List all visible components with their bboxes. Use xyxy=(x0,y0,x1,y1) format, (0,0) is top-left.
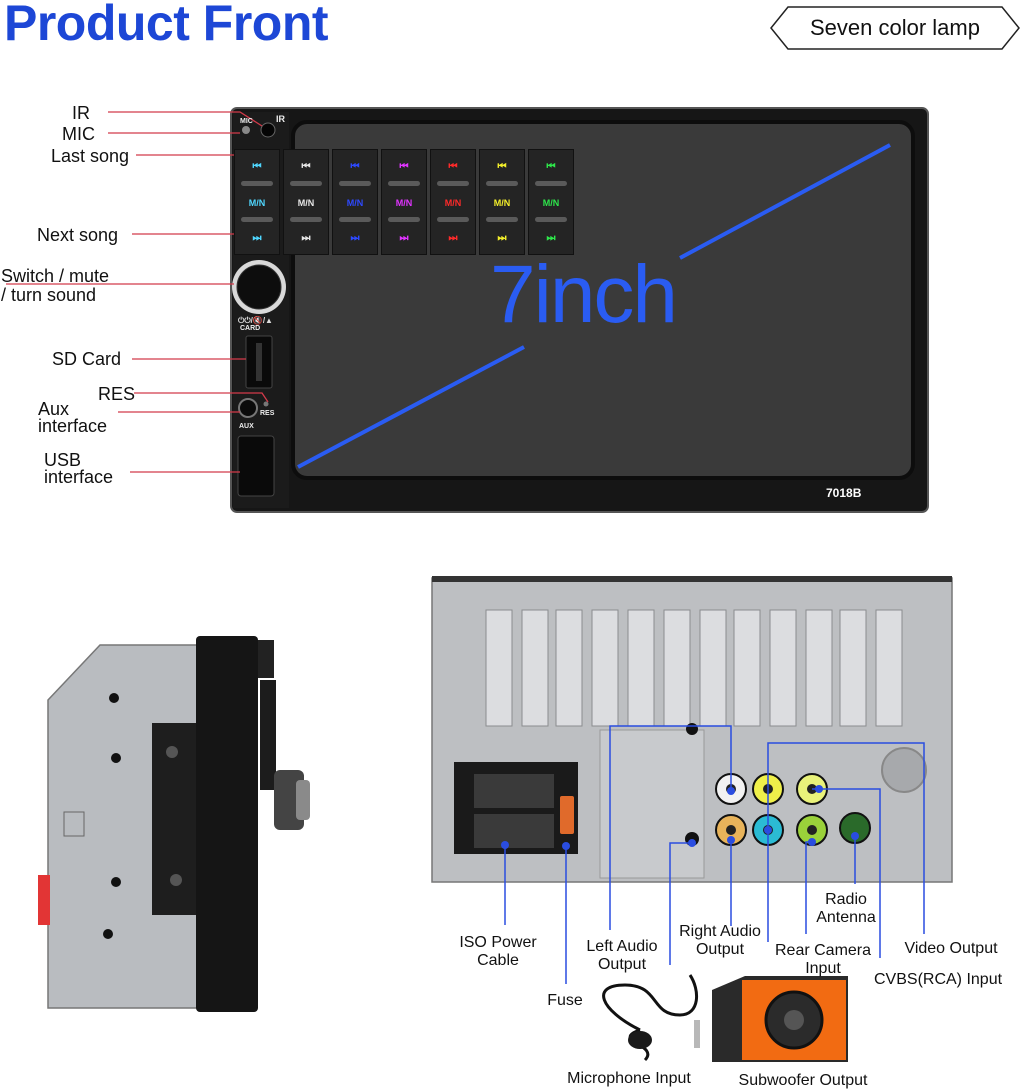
mode-button-label[interactable]: M/N xyxy=(395,198,413,208)
label-sd-card: SD Card xyxy=(52,349,122,369)
button-divider xyxy=(437,181,469,186)
label-radio-1: Radio xyxy=(825,891,867,908)
res-hole xyxy=(263,401,269,407)
ir-mark: IR xyxy=(276,114,285,124)
label-last-song: Last song xyxy=(51,146,130,166)
page-title: Product Front xyxy=(4,0,329,51)
label-left-audio-1: Left Audio xyxy=(586,938,658,955)
prev-track-icon[interactable]: ⏮ xyxy=(350,161,360,172)
prev-track-icon[interactable]: ⏮ xyxy=(301,161,311,172)
label-right-audio-2: Output xyxy=(695,941,745,958)
model-number: 7018B xyxy=(826,486,862,500)
screen-diagonal-lower xyxy=(297,345,525,469)
label-ir: IR xyxy=(72,103,90,123)
mode-button-label[interactable]: M/N xyxy=(444,198,462,208)
mode-button-label[interactable]: M/N xyxy=(493,198,511,208)
subwoofer-accessory xyxy=(712,976,848,1062)
next-track-icon[interactable]: ⏭ xyxy=(252,233,262,244)
button-divider xyxy=(535,181,567,186)
button-column: ⏮ M/N ⏭ xyxy=(234,149,280,255)
mic-mark: MIC xyxy=(240,118,253,125)
button-divider xyxy=(535,217,567,222)
label-microphone: Microphone Input xyxy=(567,1070,691,1087)
screen-size-text: 7inch xyxy=(490,249,678,340)
button-divider xyxy=(241,217,273,222)
power-mute-icons: ⏻⏻/🔇/▲ xyxy=(238,316,273,325)
button-divider xyxy=(388,217,420,222)
rear-view xyxy=(431,576,953,883)
label-res: RES xyxy=(98,384,136,404)
prev-track-icon[interactable]: ⏮ xyxy=(448,161,458,172)
seven-color-lamp-badge: Seven color lamp xyxy=(770,6,1020,50)
next-track-icon[interactable]: ⏭ xyxy=(448,233,458,244)
mode-button-label[interactable]: M/N xyxy=(346,198,364,208)
label-switch-2: / turn sound xyxy=(1,285,97,305)
button-column: ⏮ M/N ⏭ xyxy=(332,149,378,255)
label-usb-2: interface xyxy=(44,467,114,487)
mode-button-label[interactable]: M/N xyxy=(542,198,560,208)
mic-hole xyxy=(242,126,250,134)
label-left-audio-2: Output xyxy=(597,956,647,973)
res-mark: RES xyxy=(260,410,275,417)
label-next-song: Next song xyxy=(37,225,119,245)
mode-button-label[interactable]: M/N xyxy=(297,198,315,208)
next-track-icon[interactable]: ⏭ xyxy=(399,233,409,244)
next-track-icon[interactable]: ⏭ xyxy=(546,233,556,244)
color-button-grid: ⏮ M/N ⏭ ⏮ M/N ⏭ ⏮ M/N ⏭ ⏮ M/N ⏭ ⏮ M/N ⏭ ⏮ M/N ⏭ ⏮ M/N ⏭ xyxy=(234,149,584,257)
button-divider xyxy=(339,181,371,186)
label-mic: MIC xyxy=(62,124,95,144)
button-divider xyxy=(339,217,371,222)
usb-port xyxy=(237,435,275,497)
side-view xyxy=(38,636,310,1012)
label-iso-2: Cable xyxy=(477,952,519,969)
front-leader-lines xyxy=(6,111,269,473)
button-divider xyxy=(486,181,518,186)
label-cvbs-input: CVBS(RCA) Input xyxy=(874,971,1003,988)
card-mark: CARD xyxy=(240,325,261,332)
label-subwoofer: Subwoofer Output xyxy=(738,1072,868,1089)
label-right-audio-1: Right Audio xyxy=(679,923,761,940)
label-rear-camera-1: Rear Camera xyxy=(774,942,872,959)
label-fuse: Fuse xyxy=(547,992,583,1009)
button-divider xyxy=(241,181,273,186)
button-divider xyxy=(290,217,322,222)
fuse xyxy=(560,796,574,834)
badge-label: Seven color lamp xyxy=(810,15,980,40)
label-aux-1: Aux xyxy=(38,399,70,419)
prev-track-icon[interactable]: ⏮ xyxy=(252,161,262,172)
next-track-icon[interactable]: ⏭ xyxy=(497,233,507,244)
microphone-accessory xyxy=(602,974,699,1062)
ir-sensor xyxy=(260,122,276,138)
button-column: ⏮ M/N ⏭ xyxy=(381,149,427,255)
side-red-tab xyxy=(38,875,50,925)
label-switch-1: Switch / mute xyxy=(1,266,110,286)
button-column: ⏮ M/N ⏭ xyxy=(528,149,574,255)
button-divider xyxy=(437,217,469,222)
next-track-icon[interactable]: ⏭ xyxy=(350,233,360,244)
prev-track-icon[interactable]: ⏮ xyxy=(546,161,556,172)
button-column: ⏮ M/N ⏭ xyxy=(430,149,476,255)
label-usb-1: USB xyxy=(44,450,82,470)
rear-leader-lines xyxy=(504,725,925,984)
label-iso-1: ISO Power xyxy=(459,934,537,951)
prev-track-icon[interactable]: ⏮ xyxy=(497,161,507,172)
button-divider xyxy=(486,217,518,222)
aux-mark: AUX xyxy=(239,423,254,430)
next-track-icon[interactable]: ⏭ xyxy=(301,233,311,244)
prev-track-icon[interactable]: ⏮ xyxy=(399,161,409,172)
label-radio-2: Antenna xyxy=(816,909,876,926)
button-divider xyxy=(290,181,322,186)
aux-jack xyxy=(238,398,258,418)
label-video-output: Video Output xyxy=(904,940,998,957)
label-rear-camera-2: Input xyxy=(805,960,841,977)
screen-diagonal-upper xyxy=(679,143,891,260)
label-aux-2: interface xyxy=(38,416,108,436)
button-column: ⏮ M/N ⏭ xyxy=(479,149,525,255)
button-column: ⏮ M/N ⏭ xyxy=(283,149,329,255)
button-divider xyxy=(388,181,420,186)
mode-button-label[interactable]: M/N xyxy=(248,198,266,208)
